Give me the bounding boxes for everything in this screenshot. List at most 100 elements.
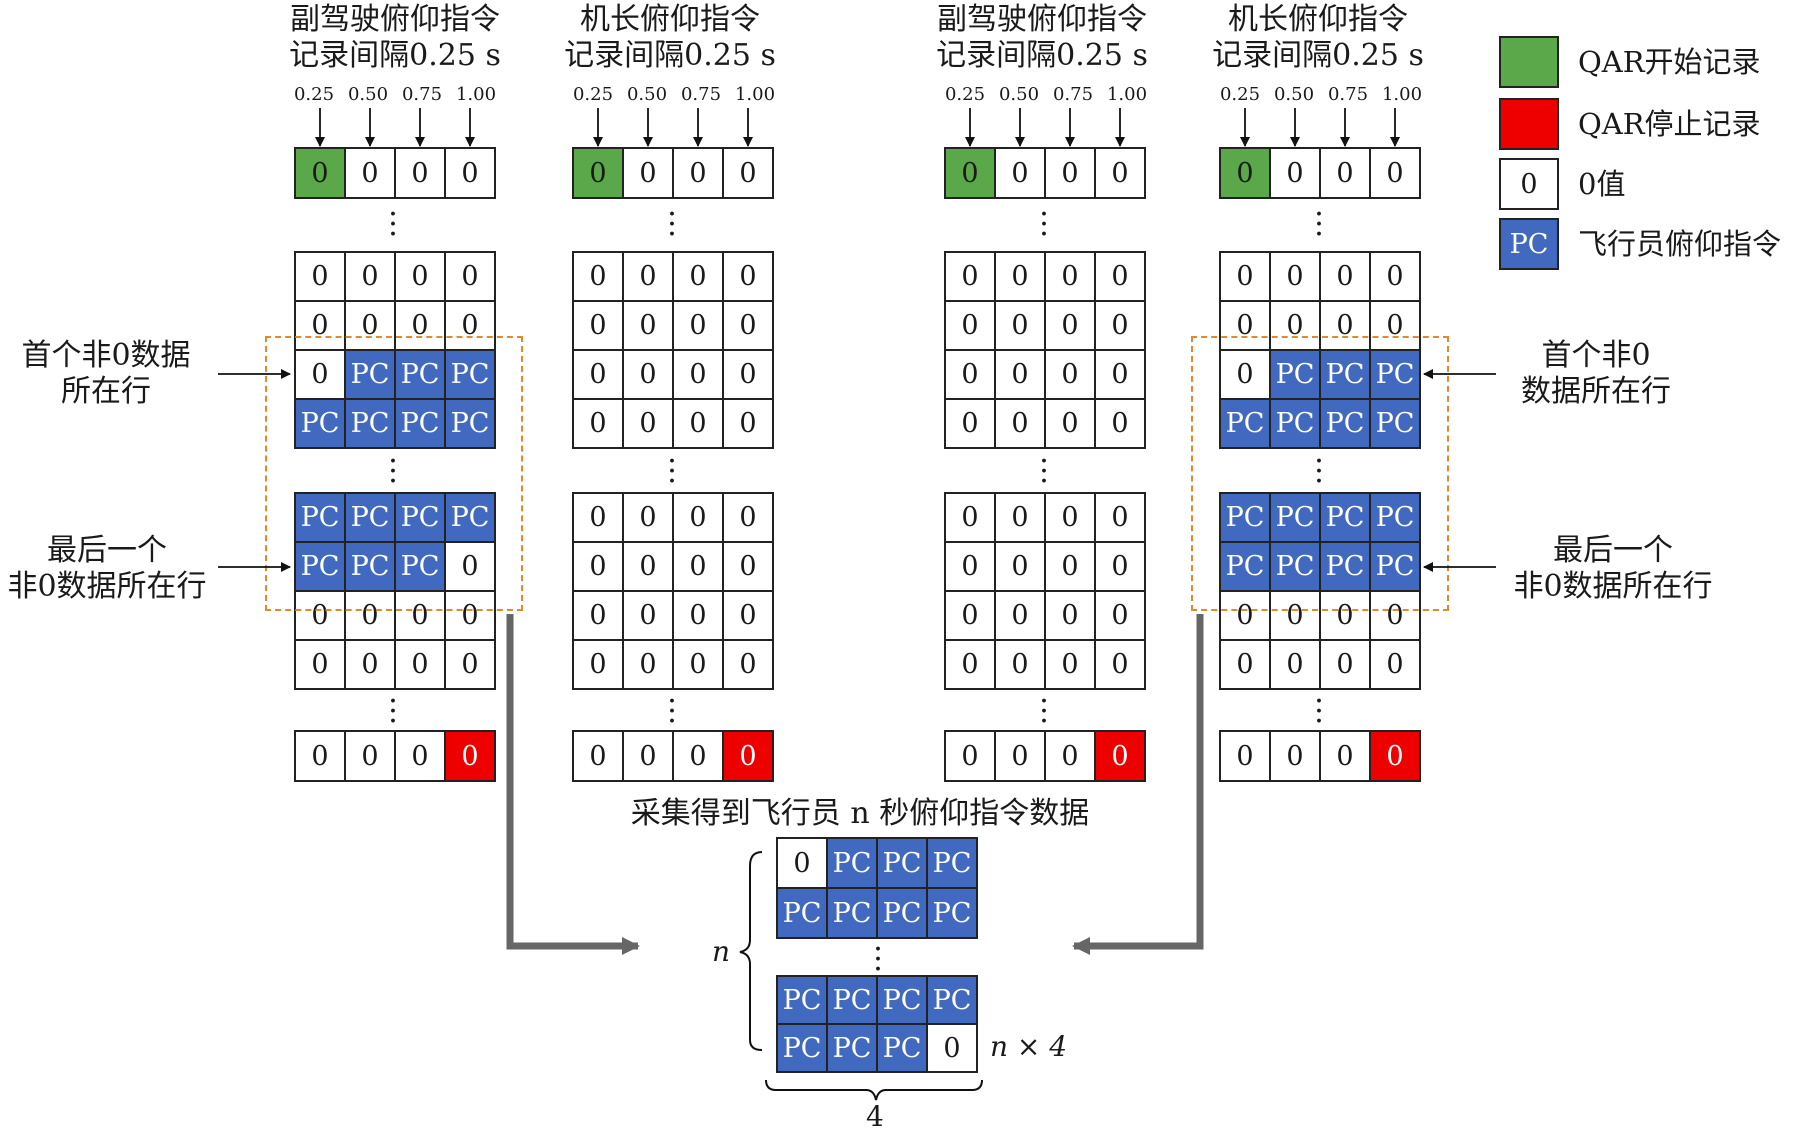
cell-pc: PC (826, 887, 878, 939)
ellipsis: ··· (667, 197, 677, 252)
cell-pc: PC (444, 492, 496, 543)
width-label: 4 (866, 1100, 884, 1133)
cell-zero: 0 (444, 147, 496, 199)
cell-zero: 0 (722, 398, 774, 449)
cell-zero: 0 (1094, 349, 1146, 400)
cell-zero: 0 (622, 398, 674, 449)
cell-pc: PC (344, 541, 396, 592)
cell-zero: 0 (994, 147, 1046, 199)
flow-arrows (506, 614, 1204, 955)
cell-pc: PC (876, 1023, 928, 1073)
cell-zero: 0 (672, 300, 724, 351)
tick-label: 1.00 (734, 84, 776, 105)
legend-swatch-stop (1499, 98, 1559, 150)
cell-zero: 0 (444, 541, 496, 592)
cell-zero: 0 (294, 349, 346, 400)
cell-zero: 0 (1219, 251, 1271, 302)
ellipsis: ··· (667, 444, 677, 499)
tick-label: 0.75 (1327, 84, 1369, 105)
ellipsis: ··· (1039, 197, 1049, 252)
cell-zero: 0 (1369, 639, 1421, 690)
ellipsis: ··· (1314, 684, 1324, 739)
cell-zero: 0 (944, 349, 996, 400)
column-title-line1: 副驾驶俯仰指令 (290, 2, 500, 37)
annotation-line: 非0数据所在行 (1513, 569, 1713, 604)
cell-zero: 0 (994, 251, 1046, 302)
cell-zero: 0 (722, 147, 774, 199)
tick-label: 0.75 (1052, 84, 1094, 105)
cell-pc: PC (926, 975, 978, 1025)
cell-zero: 0 (344, 147, 396, 199)
cell-zero: 0 (994, 300, 1046, 351)
cell-zero: 0 (994, 639, 1046, 690)
cell-pc: PC (394, 398, 446, 449)
cell-zero: 0 (622, 147, 674, 199)
cell-zero: 0 (944, 730, 996, 782)
ellipsis: ··· (388, 444, 398, 499)
cell-zero: 0 (1044, 492, 1096, 543)
cell-pc: PC (344, 398, 396, 449)
tick-arrows (315, 108, 1400, 147)
rows-label: n (712, 935, 731, 968)
legend-label: 飞行员俯仰指令 (1578, 227, 1782, 261)
cell-pc: PC (1269, 349, 1321, 400)
cell-zero: 0 (1044, 349, 1096, 400)
cell-zero: 0 (1219, 730, 1271, 782)
cell-zero: 0 (1044, 730, 1096, 782)
cell-zero: 0 (672, 541, 724, 592)
cell-zero: 0 (1369, 251, 1421, 302)
legend-swatch-zero: 0 (1499, 158, 1559, 210)
cell-zero: 0 (926, 1023, 978, 1073)
cell-zero: 0 (1319, 639, 1371, 690)
size-label: n × 4 (990, 1030, 1068, 1063)
cell-zero: 0 (1219, 590, 1271, 641)
cell-zero: 0 (572, 492, 624, 543)
cell-zero: 0 (722, 300, 774, 351)
tick-label: 1.00 (1106, 84, 1148, 105)
cell-pc: PC (1319, 541, 1371, 592)
ellipsis: ··· (1314, 444, 1324, 499)
annotation-line: 非0数据所在行 (7, 569, 207, 604)
ellipsis: ··· (1039, 444, 1049, 499)
cell-zero: 0 (672, 590, 724, 641)
cell-zero: 0 (622, 639, 674, 690)
cell-zero: 0 (672, 251, 724, 302)
cell-pc: PC (776, 1023, 828, 1073)
tick-label: 0.50 (1273, 84, 1315, 105)
legend-label: QAR开始记录 (1578, 45, 1761, 79)
cell-zero: 0 (572, 349, 624, 400)
tick-label: 0.50 (347, 84, 389, 105)
cell-zero: 0 (1319, 147, 1371, 199)
cell-zero: 0 (344, 590, 396, 641)
cell-pc: PC (1369, 398, 1421, 449)
cell-zero: 0 (1319, 590, 1371, 641)
cell-zero: 0 (1044, 147, 1096, 199)
cell-zero: 0 (672, 492, 724, 543)
cell-zero: 0 (1094, 639, 1146, 690)
cell-stop: 0 (722, 730, 774, 782)
column-title-line1: 机长俯仰指令 (1228, 2, 1408, 37)
cell-zero: 0 (672, 398, 724, 449)
cell-zero: 0 (622, 730, 674, 782)
cell-start: 0 (1219, 147, 1271, 199)
legend-label: QAR停止记录 (1578, 107, 1761, 141)
column-title-line1: 机长俯仰指令 (580, 2, 760, 37)
cell-zero: 0 (444, 639, 496, 690)
selection-box-right (1191, 336, 1449, 611)
width-brace (765, 1079, 983, 1101)
cell-zero: 0 (1269, 147, 1321, 199)
tick-label: 0.25 (1219, 84, 1261, 105)
cell-pc: PC (344, 492, 396, 543)
cell-zero: 0 (1269, 639, 1321, 690)
column-title: 机长俯仰指令 记录间隔0.25 s (540, 2, 800, 74)
cell-zero: 0 (1269, 730, 1321, 782)
cell-zero: 0 (672, 730, 724, 782)
cell-zero: 0 (1094, 147, 1146, 199)
cell-zero: 0 (1094, 492, 1146, 543)
cell-zero: 0 (722, 639, 774, 690)
annotation-line: 最后一个 (47, 533, 167, 568)
legend-label: 0值 (1578, 167, 1626, 201)
ellipsis: ··· (388, 197, 398, 252)
ellipsis: ··· (873, 932, 883, 987)
